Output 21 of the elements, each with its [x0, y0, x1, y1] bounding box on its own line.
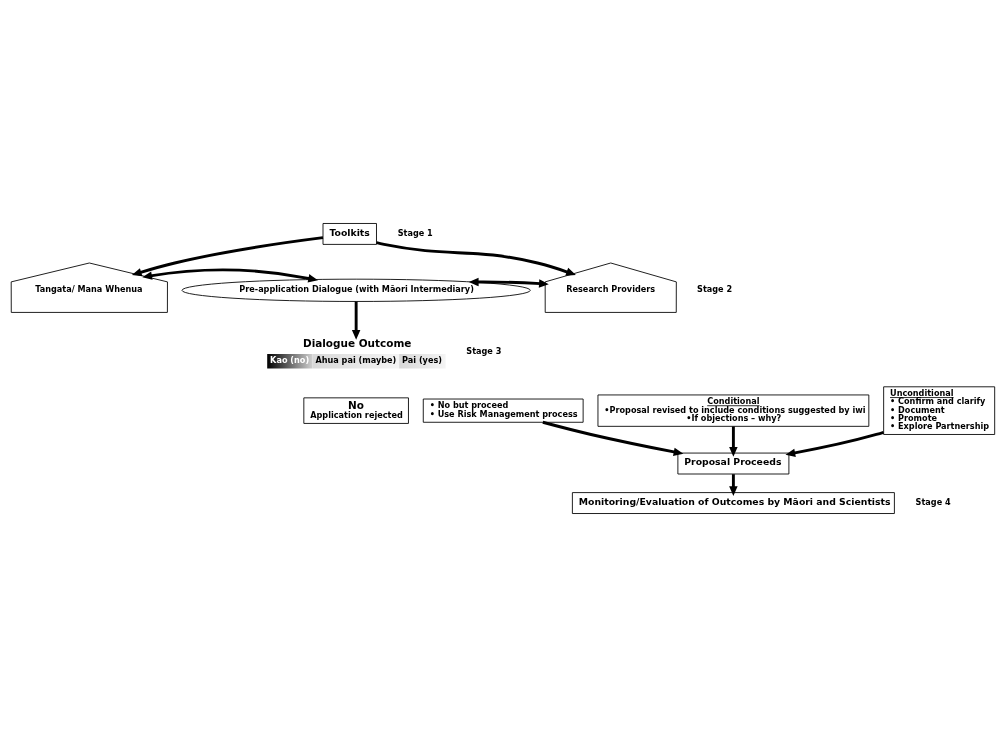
label: Stage 2 — [696, 283, 732, 294]
arrow — [728, 474, 738, 496]
node-box: Monitoring/Evaluation of Outcomes by Māori and Scientists — [571, 492, 895, 514]
arrow — [351, 301, 360, 340]
node-box: Unconditional • Confirm and clarify • Document • Promote • Explore Partnership — [882, 386, 995, 435]
arrow — [131, 236, 323, 277]
label: Stage 1 — [397, 227, 433, 238]
node-label: Dialogue Outcome — [302, 337, 411, 350]
arrow — [141, 268, 318, 283]
node-box: • No but proceed • Use Risk Management process — [422, 398, 584, 423]
arrow — [541, 420, 683, 457]
arrow — [728, 426, 738, 457]
node-box: Toolkits — [322, 223, 377, 245]
arrow — [375, 241, 576, 276]
label: Stage 3 — [465, 345, 501, 356]
node-box: Proposal Proceeds — [676, 452, 789, 475]
label: Stage 4 — [915, 496, 951, 507]
arrow — [468, 277, 549, 288]
node-box: No Application rejected — [302, 397, 409, 424]
node-box: Conditional •Proposal revised to include conditions suggested by iwi •If objections – why? — [597, 394, 869, 427]
arrow — [784, 430, 884, 458]
